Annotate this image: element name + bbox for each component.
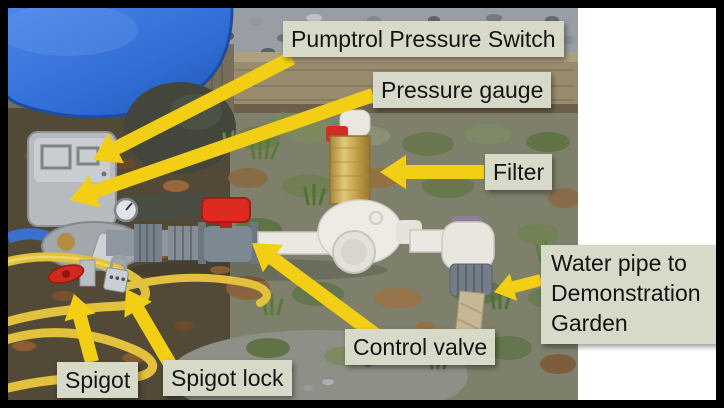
spigot [47,259,96,287]
spigot-lock [103,254,129,293]
label-spigot: Spigot [57,362,139,398]
page-canvas: Pumptrol Pressure Switch Pressure gauge … [8,8,716,400]
control-valve [198,197,258,264]
label-pumptrol-pressure-switch: Pumptrol Pressure Switch [283,21,564,57]
label-pressure-gauge: Pressure gauge [373,72,552,108]
plant-pot [124,82,236,174]
label-filter: Filter [485,154,553,190]
pressure-gauge [113,197,139,223]
label-control-valve: Control valve [345,329,496,365]
label-water-pipe-to-garden: Water pipe to Demonstration Garden [541,245,716,344]
label-spigot-lock: Spigot lock [163,360,292,396]
pressure-switch [27,131,117,227]
